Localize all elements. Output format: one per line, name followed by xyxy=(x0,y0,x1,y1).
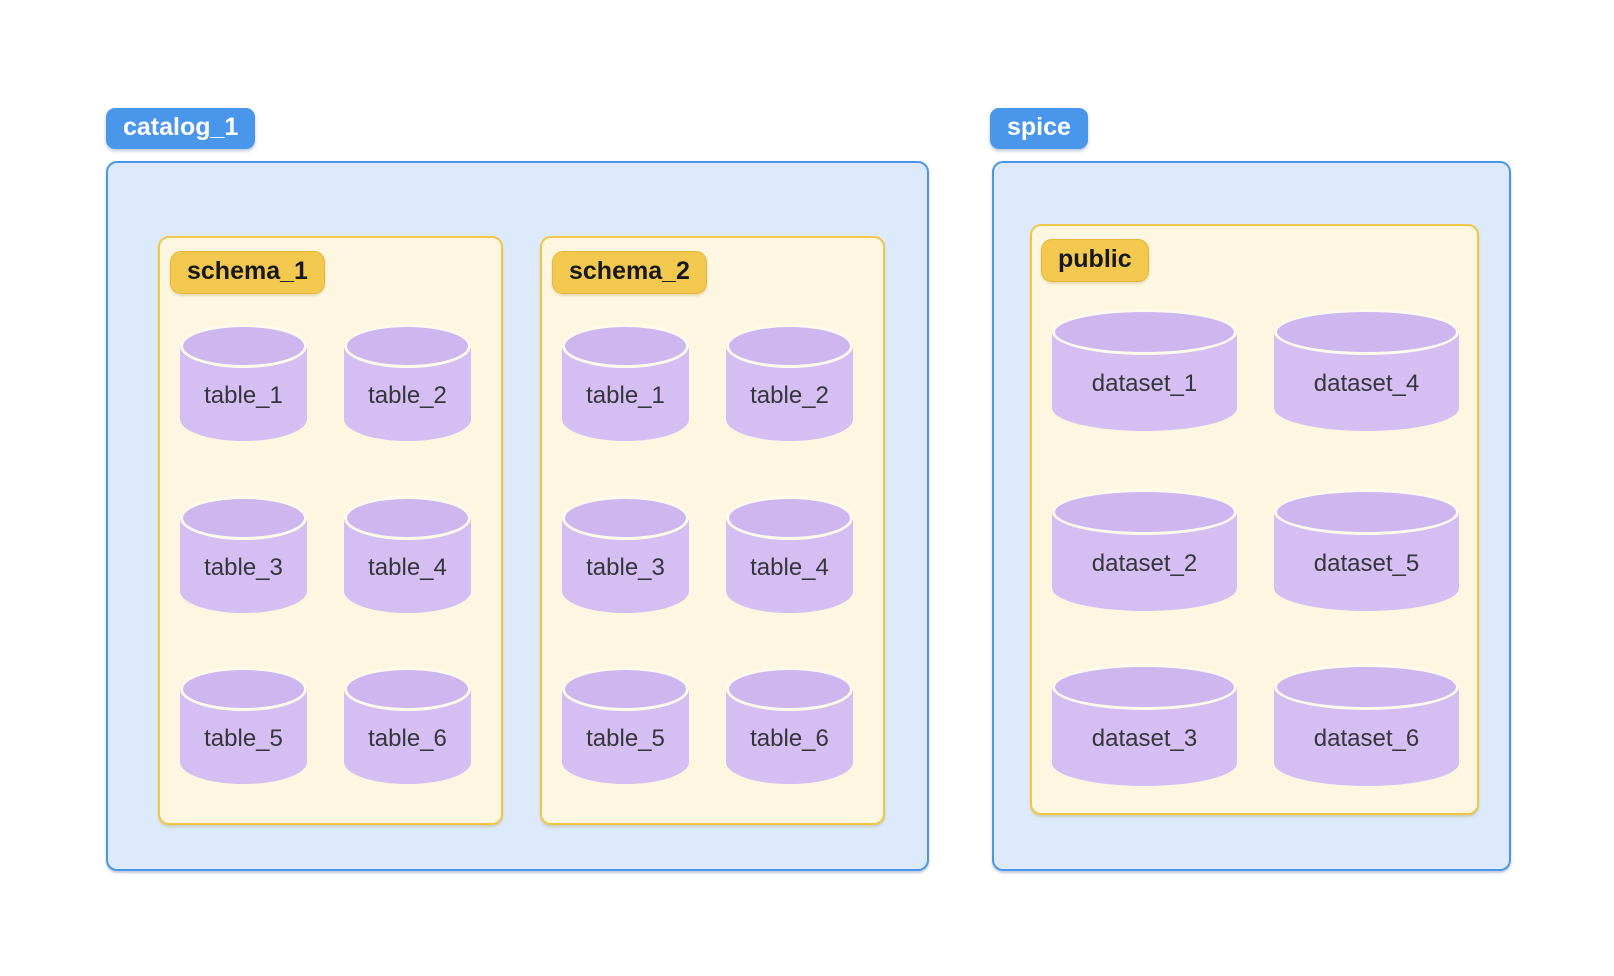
table-cylinder: table_4 xyxy=(344,496,471,613)
cylinder-label: table_6 xyxy=(368,724,447,752)
cylinder-cap xyxy=(726,667,853,711)
cylinder-label: dataset_3 xyxy=(1091,725,1198,752)
dataset-cylinder: dataset_1 xyxy=(1052,309,1237,431)
cylinder-cap xyxy=(344,324,471,368)
spice-badge: spice xyxy=(990,108,1088,149)
cylinder-label: table_4 xyxy=(750,553,829,581)
cylinder-label: table_2 xyxy=(750,381,829,409)
public-badge: public xyxy=(1041,239,1149,282)
schema-2-badge: schema_2 xyxy=(552,251,707,294)
cylinder-label: table_2 xyxy=(368,381,447,409)
schema-1-box: schema_1 table_1 table_2 table_3 table_4 xyxy=(158,236,503,825)
cylinder-cap xyxy=(1274,309,1459,355)
dataset-cylinder: dataset_3 xyxy=(1052,664,1237,786)
cylinder-label: table_4 xyxy=(368,553,447,581)
cylinder-cap xyxy=(562,496,689,540)
dataset-cylinder: dataset_2 xyxy=(1052,489,1237,611)
cylinder-cap xyxy=(1274,489,1459,535)
dataset-cylinder: dataset_5 xyxy=(1274,489,1459,611)
public-box: public dataset_1 dataset_4 dataset_2 dat… xyxy=(1030,224,1479,815)
cylinder-label: dataset_2 xyxy=(1091,550,1198,577)
cylinder-cap xyxy=(1052,489,1237,535)
cylinder-label: table_1 xyxy=(204,381,283,409)
spice-container: public dataset_1 dataset_4 dataset_2 dat… xyxy=(992,161,1511,871)
table-cylinder: table_4 xyxy=(726,496,853,613)
cylinder-label: dataset_1 xyxy=(1091,370,1198,397)
cylinder-cap xyxy=(344,667,471,711)
table-cylinder: table_1 xyxy=(180,324,307,441)
cylinder-label: table_5 xyxy=(204,724,283,752)
cylinder-label: table_5 xyxy=(586,724,665,752)
cylinder-label: table_3 xyxy=(204,553,283,581)
cylinder-cap xyxy=(180,324,307,368)
cylinder-label: table_3 xyxy=(586,553,665,581)
table-cylinder: table_5 xyxy=(180,667,307,784)
cylinder-label: dataset_5 xyxy=(1313,550,1420,577)
table-cylinder: table_6 xyxy=(726,667,853,784)
cylinder-label: dataset_6 xyxy=(1313,725,1420,752)
cylinder-cap xyxy=(1052,309,1237,355)
dataset-cylinder: dataset_6 xyxy=(1274,664,1459,786)
cylinder-cap xyxy=(180,667,307,711)
cylinder-cap xyxy=(344,496,471,540)
cylinder-label: dataset_4 xyxy=(1313,370,1420,397)
dataset-cylinder: dataset_4 xyxy=(1274,309,1459,431)
table-cylinder: table_2 xyxy=(344,324,471,441)
table-cylinder: table_6 xyxy=(344,667,471,784)
cylinder-cap xyxy=(1052,664,1237,710)
cylinder-cap xyxy=(726,496,853,540)
table-cylinder: table_5 xyxy=(562,667,689,784)
cylinder-cap xyxy=(180,496,307,540)
table-cylinder: table_3 xyxy=(562,496,689,613)
cylinder-cap xyxy=(726,324,853,368)
catalog-badge: catalog_1 xyxy=(106,108,256,149)
table-cylinder: table_3 xyxy=(180,496,307,613)
cylinder-cap xyxy=(562,667,689,711)
catalog-container: schema_1 table_1 table_2 table_3 table_4 xyxy=(106,161,929,871)
cylinder-cap xyxy=(562,324,689,368)
table-cylinder: table_2 xyxy=(726,324,853,441)
schema-1-badge: schema_1 xyxy=(170,251,325,294)
cylinder-cap xyxy=(1274,664,1459,710)
cylinder-label: table_1 xyxy=(586,381,665,409)
table-cylinder: table_1 xyxy=(562,324,689,441)
cylinder-label: table_6 xyxy=(750,724,829,752)
schema-2-box: schema_2 table_1 table_2 table_3 table_4 xyxy=(540,236,885,825)
